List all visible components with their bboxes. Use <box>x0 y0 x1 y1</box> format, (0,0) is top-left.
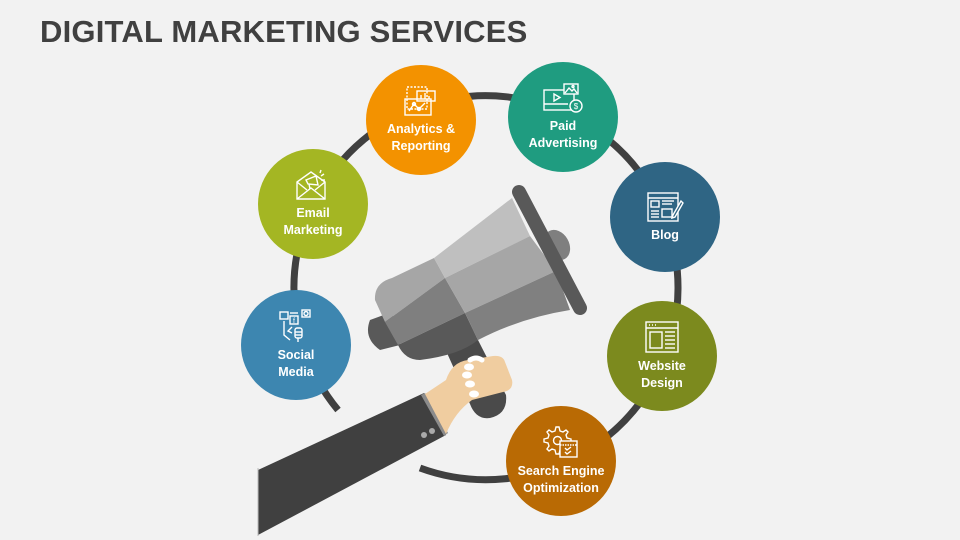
blog-pencil-icon <box>647 191 684 222</box>
service-label: Analytics & Reporting <box>386 122 456 153</box>
service-label: Social Media <box>277 348 315 379</box>
service-analytics-reporting[interactable]: Analytics & Reporting <box>366 65 476 175</box>
arm-icon <box>257 393 448 536</box>
video-ad-dollar-icon: $ <box>543 83 583 113</box>
service-email-marketing[interactable]: Email Marketing <box>258 149 368 259</box>
page-title: DIGITAL MARKETING SERVICES <box>40 14 528 49</box>
service-search-engine-optimization[interactable]: Search Engine Optimization <box>506 406 616 516</box>
svg-text:f: f <box>293 318 295 325</box>
megaphone-icon <box>367 185 587 419</box>
service-label: Blog <box>651 227 679 242</box>
service-blog[interactable]: Blog <box>610 162 720 272</box>
service-website-design[interactable]: Website Design <box>607 301 717 411</box>
service-label: Search Engine Optimization <box>517 464 605 495</box>
analytics-chart-icon <box>404 86 436 116</box>
hand-icon <box>425 355 513 434</box>
webpage-layout-icon <box>645 321 679 353</box>
service-paid-advertising[interactable]: $ Paid Advertising <box>508 62 618 172</box>
gear-checklist-icon <box>543 426 578 458</box>
social-hand-icon: f <box>279 309 311 342</box>
service-label: Paid Advertising <box>528 119 598 150</box>
service-label: Website Design <box>638 359 686 390</box>
service-label: Email Marketing <box>283 206 343 237</box>
envelope-megaphone-icon <box>296 169 326 200</box>
service-social-media[interactable]: f Social Media <box>241 290 351 400</box>
svg-text:$: $ <box>574 102 579 111</box>
